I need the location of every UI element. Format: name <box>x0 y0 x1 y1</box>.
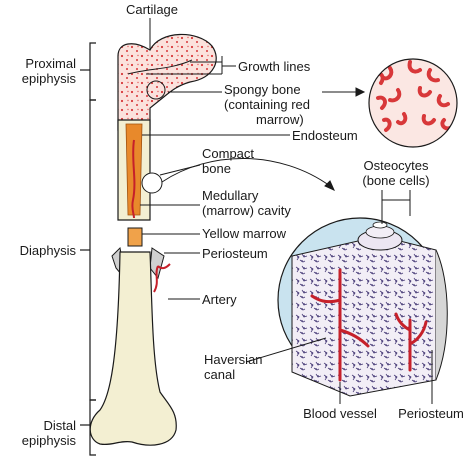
marrow-vessel <box>131 139 136 219</box>
periosteum-layer <box>435 249 448 381</box>
label-artery: Artery <box>202 292 237 307</box>
label-yellow-marrow: Yellow marrow <box>202 226 287 241</box>
label-distal-epiphysis-line2: epiphysis <box>21 433 76 448</box>
yellow-marrow-plug <box>127 227 143 247</box>
label-blood-vessel: Blood vessel <box>303 406 377 421</box>
label-periosteum-left: Periosteum <box>202 246 268 261</box>
label-diaphysis: Diaphysis <box>19 243 76 258</box>
label-osteocytes-line2: (bone cells) <box>362 173 430 188</box>
label-medullary-cavity-line1: Medullary <box>202 188 259 203</box>
artery-branch <box>153 263 171 293</box>
label-medullary-cavity-line2: (marrow) cavity <box>202 203 291 218</box>
osteon-block <box>291 235 437 397</box>
label-haversian-canal-line2: canal <box>204 367 236 382</box>
label-proximal-epiphysis-line2: epiphysis <box>21 71 76 86</box>
label-haversian-canal-line1: Haversian <box>204 352 263 367</box>
label-spongy-bone-line1: Spongy bone <box>224 82 301 97</box>
label-endosteum: Endosteum <box>292 128 358 143</box>
label-compact-bone-line1: Compact <box>202 146 255 161</box>
label-spongy-bone-line3: marrow) <box>256 112 304 127</box>
spongy-bone-magnified <box>369 59 457 147</box>
lower-shaft-and-distal-end <box>89 251 177 446</box>
proximal-epiphysis-bracket <box>89 42 96 101</box>
label-spongy-bone-line2: (containing red <box>224 97 310 112</box>
compact-bone-highlight-circle <box>141 172 163 194</box>
label-osteocytes-line1: Osteocytes <box>363 158 429 173</box>
label-cartilage: Cartilage <box>125 2 179 17</box>
label-growth-lines: Growth lines <box>238 59 311 74</box>
blood-vessels-magnified <box>310 268 428 382</box>
label-periosteum-right: Periosteum <box>398 406 464 421</box>
region-brackets <box>80 42 96 456</box>
spongy-bone-highlight-circle <box>146 80 166 100</box>
growth-line <box>127 59 193 75</box>
diaphysis-bracket <box>89 99 96 401</box>
leader-lines <box>140 18 433 404</box>
proximal-head <box>117 33 217 131</box>
label-compact-bone-line2: bone <box>202 161 231 176</box>
label-distal-epiphysis-line1: Distal <box>43 418 76 433</box>
label-proximal-epiphysis-line1: Proximal <box>25 56 76 71</box>
